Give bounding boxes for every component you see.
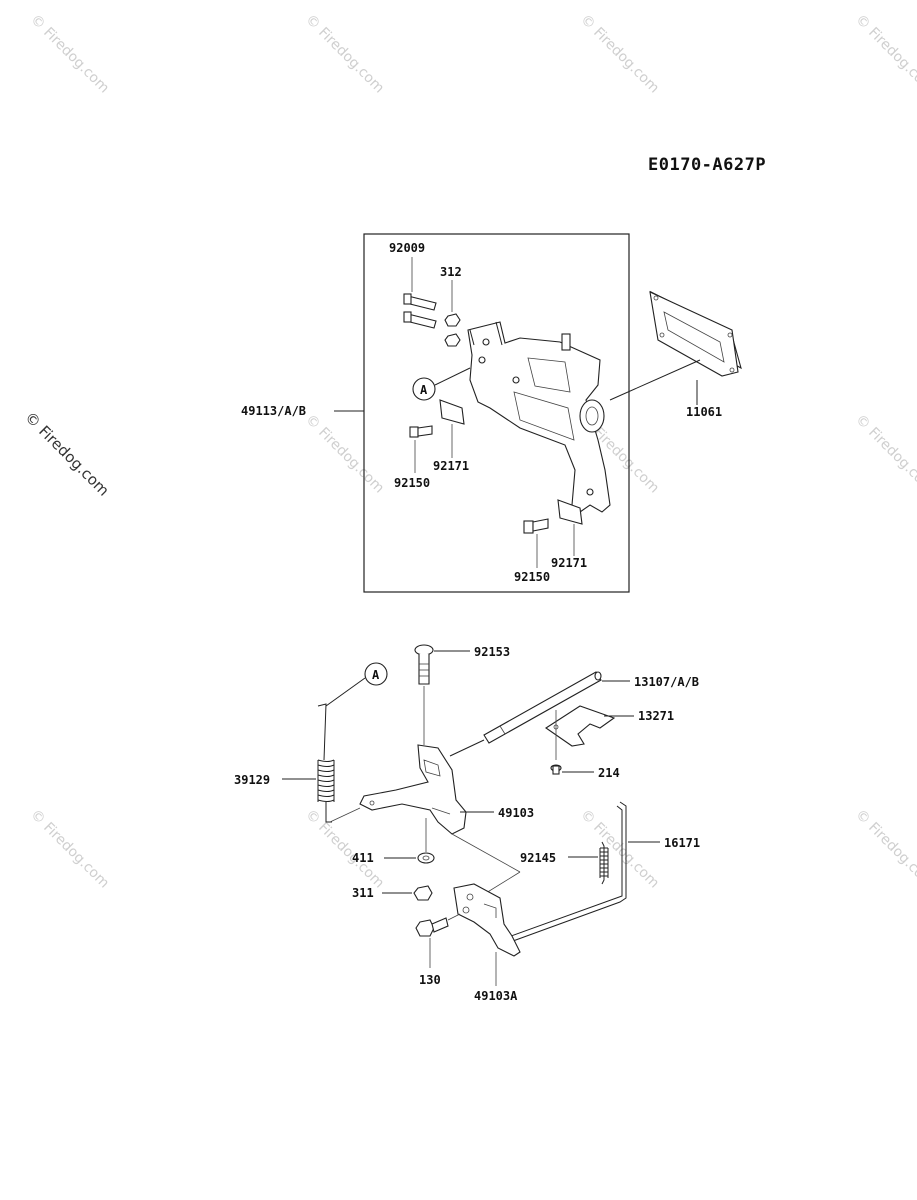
leader-line [485, 871, 521, 894]
leader-line [449, 739, 485, 757]
part-label: 92153 [474, 645, 510, 659]
callout-label: A [372, 668, 380, 682]
callout-label: A [420, 383, 428, 397]
gasket [649, 290, 742, 377]
watermark: © Firedog.com [27, 807, 112, 892]
bolt-130 [415, 917, 449, 937]
part-label: 49103A [474, 989, 518, 1003]
watermark: © Firedog.com [302, 12, 387, 97]
part-label: 92009 [389, 241, 425, 255]
top-assembly: A 92009 312 49113/A/B 11061 92171 92150 … [241, 233, 742, 593]
part-label: 11061 [686, 405, 722, 419]
shaft-13107 [483, 671, 602, 744]
rod-16171 [499, 801, 627, 946]
bolt-92153 [414, 644, 434, 685]
reference-callout-a-bottom: A [325, 662, 388, 707]
part-label: 311 [352, 886, 374, 900]
watermark-layer: © Firedog.com © Firedog.com © Firedog.co… [21, 12, 917, 892]
washer-411 [417, 852, 435, 864]
watermark: © Firedog.com [27, 12, 112, 97]
watermark-primary: © Firedog.com [21, 408, 113, 500]
leader-line [447, 913, 461, 921]
nut-311 [413, 885, 433, 901]
spring-39129 [317, 703, 335, 823]
part-label: 312 [440, 265, 462, 279]
part-label: 411 [352, 851, 374, 865]
reference-callout-a-top: A [412, 367, 471, 401]
watermark: © Firedog.com [852, 412, 917, 497]
bolt-92009 [403, 293, 437, 329]
part-label: 13107/A/B [634, 675, 699, 689]
watermark: © Firedog.com [577, 12, 662, 97]
watermark: © Firedog.com [852, 12, 917, 97]
spring-92145 [599, 841, 609, 885]
part-label: 39129 [234, 773, 270, 787]
diagram-code: E0170-A627P [648, 155, 766, 175]
part-label: 92145 [520, 851, 556, 865]
leader-line [329, 807, 361, 823]
watermark: © Firedog.com [577, 807, 662, 892]
part-label: 13271 [638, 709, 674, 723]
assembly-frame [363, 233, 630, 593]
watermark: © Firedog.com [302, 807, 387, 892]
screw-92150-bottom [523, 518, 549, 534]
lever-49103 [359, 744, 467, 835]
clip-92171-top [439, 399, 465, 425]
screw-214 [550, 764, 562, 775]
watermark: © Firedog.com [302, 412, 387, 497]
watermark: © Firedog.com [852, 807, 917, 892]
lever-49103a [453, 883, 521, 957]
part-label: 92150 [394, 476, 430, 490]
part-label: 16171 [664, 836, 700, 850]
part-label: 214 [598, 766, 620, 780]
leader-line [609, 359, 701, 401]
part-label: 49113/A/B [241, 404, 306, 418]
bottom-assembly: A [234, 644, 700, 1003]
part-label: 92150 [514, 570, 550, 584]
part-label: 92171 [433, 459, 469, 473]
leader-line [451, 833, 521, 873]
clip-92171-bottom [557, 499, 583, 525]
screw-92150-top [409, 425, 433, 438]
nut-312 [444, 313, 461, 347]
part-label: 130 [419, 973, 441, 987]
control-panel-bracket [467, 321, 611, 513]
part-label: 92171 [551, 556, 587, 570]
part-label: 49103 [498, 806, 534, 820]
